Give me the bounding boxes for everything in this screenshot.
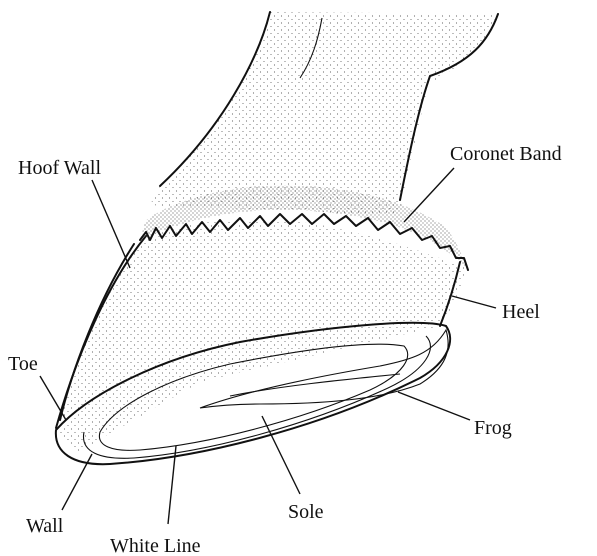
toe-label: Toe: [8, 353, 38, 375]
heel-label: Heel: [502, 301, 540, 323]
coronet-band-leader: [404, 168, 454, 222]
hoof-wall-body: [56, 220, 466, 452]
wall-leader: [62, 454, 92, 510]
sole-label: Sole: [288, 501, 324, 523]
pastern-leg: [150, 12, 498, 215]
frog-leader: [398, 392, 470, 420]
coronet-band-label: Coronet Band: [450, 143, 562, 165]
hoof-wall-leader: [92, 180, 130, 268]
white-line-label: White Line: [110, 535, 201, 556]
heel-leader: [452, 296, 496, 308]
toe-leader: [40, 376, 66, 420]
frog-label: Frog: [474, 417, 512, 439]
hoof-wall-label: Hoof Wall: [18, 157, 101, 179]
wall-label: Wall: [26, 515, 64, 537]
